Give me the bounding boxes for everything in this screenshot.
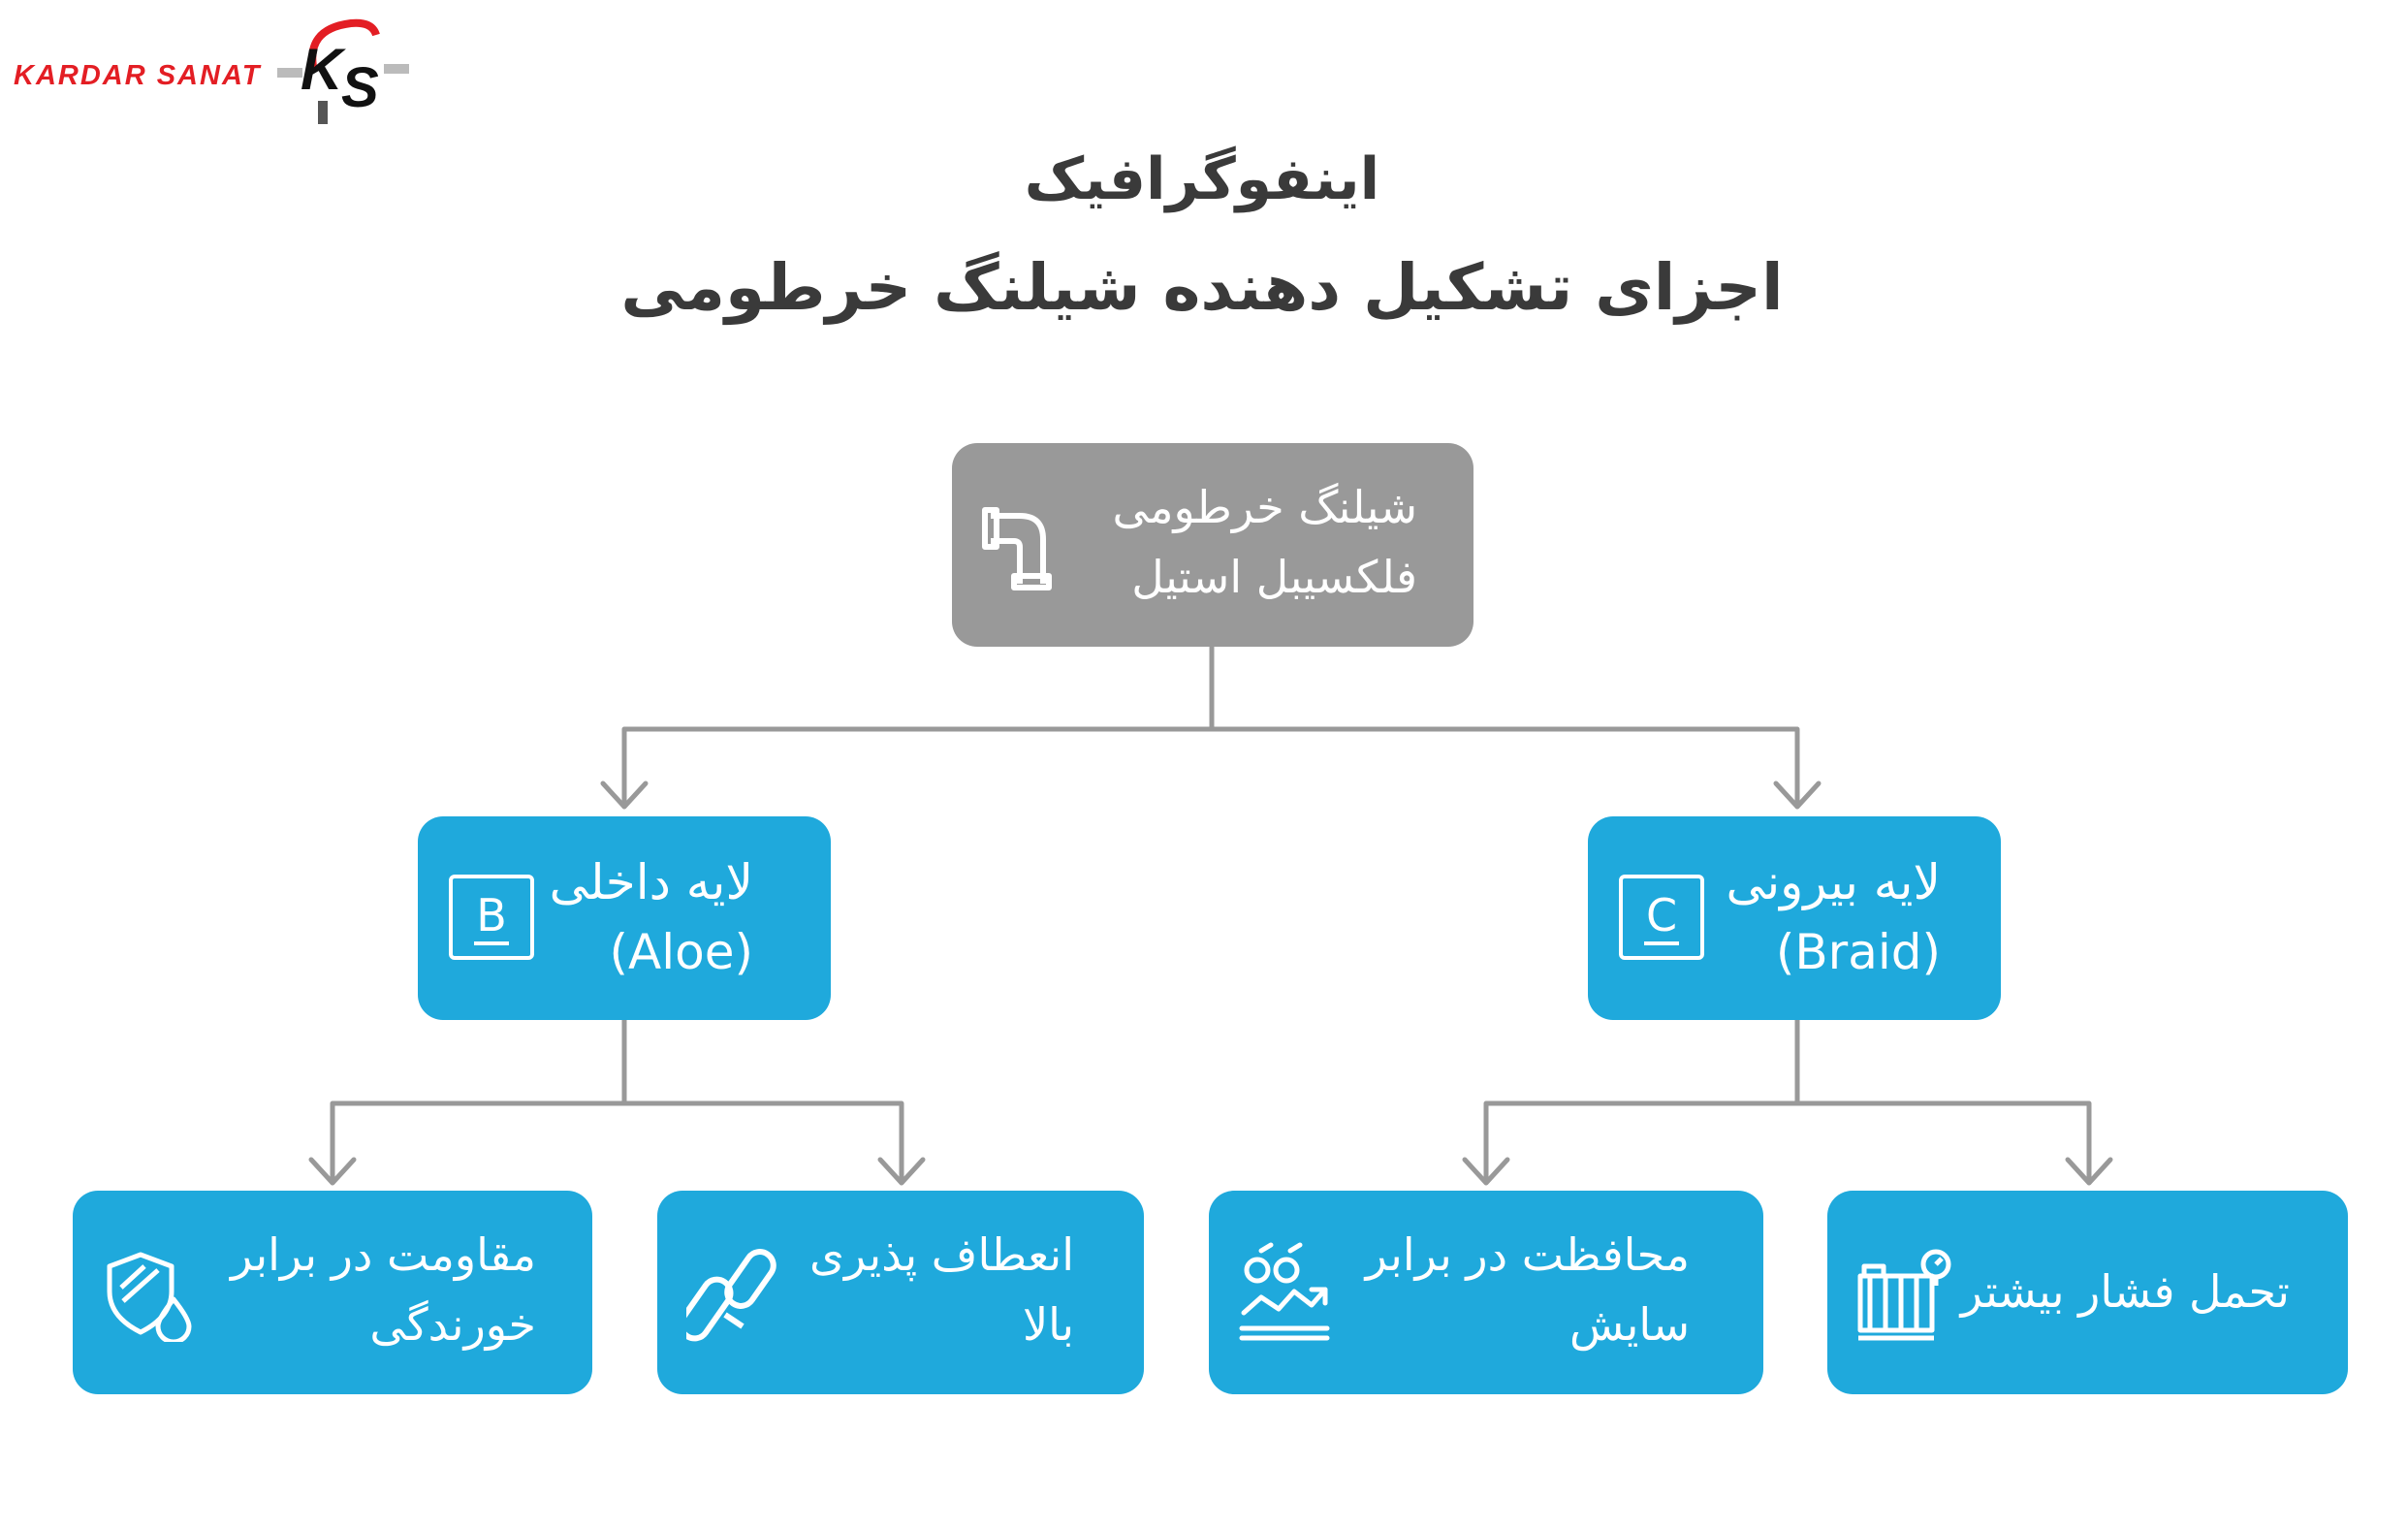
- leaf-abrasion-label: محافظت در برابر سایش: [1365, 1228, 1690, 1351]
- arrowhead-corrosion: [308, 1157, 357, 1186]
- arrowhead-abrasion: [1462, 1157, 1510, 1186]
- leaf-high-flexibility: انعطاف پذیری بالا: [657, 1191, 1144, 1394]
- root-label: شیلنگ خرطومی فلکسیبل استیل: [1112, 481, 1418, 603]
- arrowhead-flex: [877, 1157, 926, 1186]
- capsules-icon: [686, 1249, 776, 1342]
- arrowhead-inner: [600, 781, 649, 810]
- title-line-1: اینفوگرافیک: [1024, 145, 1380, 213]
- pipe-icon: [982, 507, 1052, 590]
- leaf-flexibility-label: انعطاف پذیری بالا: [809, 1228, 1074, 1351]
- ks-logo-mark-icon: K S: [277, 18, 409, 124]
- connector-outer: [1483, 1017, 2092, 1182]
- leaf-pressure-label: تحمل فشار بیشتر: [1960, 1265, 2290, 1318]
- svg-text:K: K: [301, 37, 346, 102]
- leaf-corrosion-label: مقاومت در برابر خورندگی: [230, 1228, 536, 1351]
- badge-b-icon: B: [449, 875, 534, 960]
- outer-layer-label: لایه بیرونی (Braid): [1726, 854, 1941, 980]
- leaf-corrosion-resistance: مقاومت در برابر خورندگی: [73, 1191, 592, 1394]
- leaf-abrasion-protection: محافظت در برابر سایش: [1209, 1191, 1763, 1394]
- connector-root: [621, 644, 1800, 806]
- arrowhead-outer: [1773, 781, 1822, 810]
- root-node: شیلنگ خرطومی فلکسیبل استیل: [952, 443, 1473, 647]
- pressure-tank-icon: [1857, 1249, 1951, 1341]
- inner-layer-label: لایه داخلی (Aloe): [549, 854, 753, 980]
- brand-logo: KARDAR SANAT K S: [14, 12, 411, 126]
- leaf-higher-pressure: تحمل فشار بیشتر: [1827, 1191, 2348, 1394]
- outer-layer-node: C لایه بیرونی (Braid): [1588, 816, 2001, 1020]
- brand-name: KARDAR SANAT: [14, 60, 262, 91]
- abrasion-icon: [1239, 1242, 1330, 1341]
- arrowhead-pressure: [2065, 1157, 2113, 1186]
- inner-layer-node: B لایه داخلی (Aloe): [418, 816, 831, 1020]
- connector-inner: [330, 1017, 904, 1182]
- title-line-2: اجزای تشکیل دهنده شیلنگ خرطومی: [620, 250, 1784, 325]
- badge-c-icon: C: [1619, 875, 1704, 960]
- shield-drop-icon: [107, 1252, 192, 1342]
- svg-text:S: S: [341, 56, 379, 119]
